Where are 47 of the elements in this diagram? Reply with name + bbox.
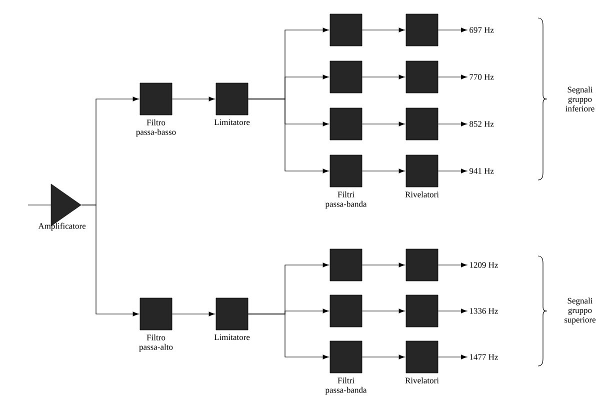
arrow [362,354,405,360]
arrow [438,354,467,360]
arrow [81,204,139,316]
arrow [248,314,329,360]
frequency-label: 941 Hz [469,168,494,174]
arrow [362,168,405,174]
arrow [438,262,467,268]
block-box [330,60,362,94]
block-caption: Filtri passa-banda [325,191,367,209]
group-label: Segnali gruppo superiore [564,298,596,324]
frequency-label: 852 Hz [470,121,494,127]
block-caption: Rivelatori [405,191,439,198]
block-caption: Limitatore [214,119,250,126]
block-box [406,294,438,328]
arrow [248,98,329,174]
block-box [330,14,362,46]
frequency-label: 1477 Hz [470,354,498,360]
block-caption: Filtro passa-alto [139,334,173,352]
block-caption: Amplificatore [38,222,86,231]
arrow [172,312,215,316]
block-caption: Filtro passa-basso [136,119,176,137]
arrow [172,96,215,102]
arrow [438,308,467,314]
block-caption: Limitatore [214,334,250,340]
block-box [406,108,438,140]
arrow [362,122,405,126]
block-box [330,248,362,282]
block-box [330,108,362,140]
block-box [406,14,438,46]
block-caption: Filtri passa-banda [325,377,367,395]
block-caption: Rivelatori [405,377,439,384]
arrow [438,168,467,174]
frequency-label: 1209 Hz [470,262,498,268]
frequency-label: 770 Hz [470,74,494,80]
arrow [438,122,467,126]
arrow [438,74,467,80]
frequency-label: 697 Hz [470,27,494,33]
arrow [362,28,405,32]
arrow [438,28,467,32]
arrow [362,262,405,268]
frequency-label: 1336 Hz [470,308,498,314]
block-box [406,248,438,282]
block-box [330,294,362,328]
group-label: Segnali gruppo inferiore [566,86,594,112]
arrow [362,308,405,314]
block-box [406,60,438,94]
arrow [362,74,405,80]
